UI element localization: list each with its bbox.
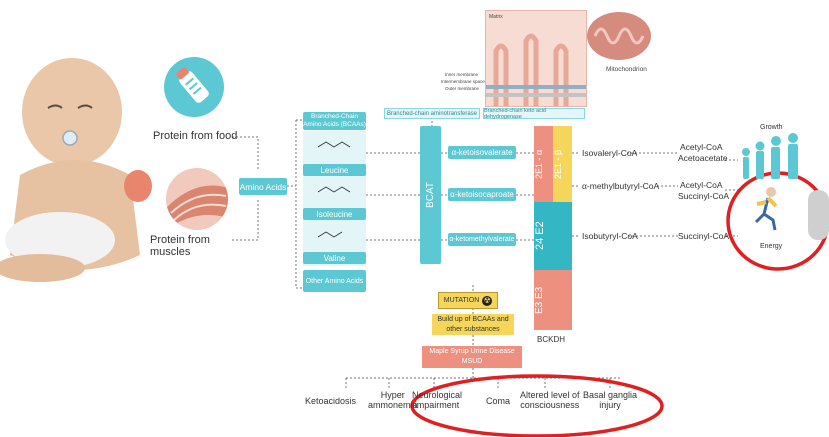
symptom-hyperammonemia-line1: Hyper <box>380 390 405 400</box>
symptom-basal-ganglia-line1: Basal ganglia <box>583 390 638 400</box>
isoleucine-label: Isoleucine <box>303 208 366 220</box>
symptom-hyperammonemia: Hyper ammonemia <box>368 390 418 410</box>
mutation-label: MUTATION <box>443 297 480 304</box>
coa-1: Isovaleryl-CoA <box>582 148 638 158</box>
bcaa-header: Branched-Chain Amino Acids (BCAAs) <box>303 112 366 130</box>
inner-membrane-label: Inner membrane <box>445 72 479 77</box>
mitochondrion-membrane-panel <box>485 10 587 107</box>
bottle-shape <box>176 67 209 103</box>
e2-bar: 24 E2 <box>534 202 572 270</box>
outer-membrane-label: Outer membrane <box>445 86 480 91</box>
intermembrane-label: Intermembrane space <box>441 79 485 84</box>
msud-box: Maple Syrup Urine Disease MSUD <box>422 346 522 368</box>
product-1a: Acetyl-CoA <box>680 142 723 152</box>
coa-3: Isobutyryl-CoA <box>582 231 638 241</box>
e3-bar: E3 E3 <box>534 270 572 330</box>
product-3: Succinyl-CoA <box>678 231 730 241</box>
symptom-hyperammonemia-line2: ammonemia <box>368 400 418 410</box>
protein-from-muscles-label: Protein from muscles <box>150 234 210 258</box>
symptom-neurological-line2: impairment <box>414 400 460 410</box>
mitochondrion-label: Mitochondrion <box>606 66 647 73</box>
msud-abbrev: MSUD <box>461 358 483 365</box>
symptom-coma: Coma <box>486 396 511 406</box>
coa-2: α-methylbutyryl-CoA <box>582 181 660 191</box>
mutation-box: MUTATION ☢ <box>438 292 498 309</box>
keto-acid-1: α-ketoisovalerate <box>448 146 516 159</box>
muscle-fibers <box>166 185 228 230</box>
baby-bottle-icon <box>164 57 224 117</box>
other-amino-acids-box: Other Amino Acids <box>303 270 366 292</box>
symptom-basal-ganglia-line2: injury <box>599 400 621 410</box>
e1-beta-bar: 2E1 - β <box>553 126 572 202</box>
mitochondrion-cristae <box>593 27 645 45</box>
bcat-bar: BCAT <box>420 126 441 264</box>
membrane-folds <box>486 33 586 106</box>
symptom-ketoacidosis: Ketoacidosis <box>305 396 357 406</box>
radiation-icon: ☢ <box>482 295 493 306</box>
keto-acid-3: α-ketomethylvalerate <box>448 233 516 246</box>
bckdh-label: BCKDH <box>537 335 566 344</box>
mitochondrion-icon <box>587 12 651 60</box>
leucine-label: Leucine <box>303 164 366 176</box>
product-2a: Acetyl-CoA <box>680 180 723 190</box>
amino-acids-box: Amino Acids <box>239 178 287 195</box>
symptom-consciousness-line2: consciousness <box>520 400 580 410</box>
msud-title: Maple Syrup Urine Disease <box>429 348 515 355</box>
product-1b: Acetoacetate <box>678 153 728 163</box>
transaminase-label: Branched-chain aminotransferase <box>384 108 480 119</box>
energy-label: Energy <box>760 243 783 250</box>
symptom-neurological: Neurological impairment <box>412 390 462 410</box>
buildup-box: Build up of BCAAs and other substances <box>432 314 514 335</box>
dehydrogenase-label: Branched-chain keto acid dehydrogenase <box>483 108 585 120</box>
protein-from-food-label: Protein from food <box>153 130 238 142</box>
matrix-label: Matrix <box>489 14 503 20</box>
symptom-neurological-line1: Neurological <box>412 390 463 400</box>
muscle-icon <box>166 168 228 230</box>
symptom-consciousness-line1: Altered level of <box>520 390 580 400</box>
symptom-consciousness: Altered level of consciousness <box>520 390 580 410</box>
product-2b: Succinyl-CoA <box>678 191 730 201</box>
valine-label: Valine <box>303 252 366 264</box>
bcaa-structures-panel <box>303 131 366 266</box>
growth-label: Growth <box>760 124 783 131</box>
e1-alpha-bar: 2E1 - α <box>534 126 553 202</box>
keto-acid-2: α-ketoisocaproate <box>448 188 516 201</box>
symptom-basal-ganglia: Basal ganglia injury <box>583 390 637 410</box>
